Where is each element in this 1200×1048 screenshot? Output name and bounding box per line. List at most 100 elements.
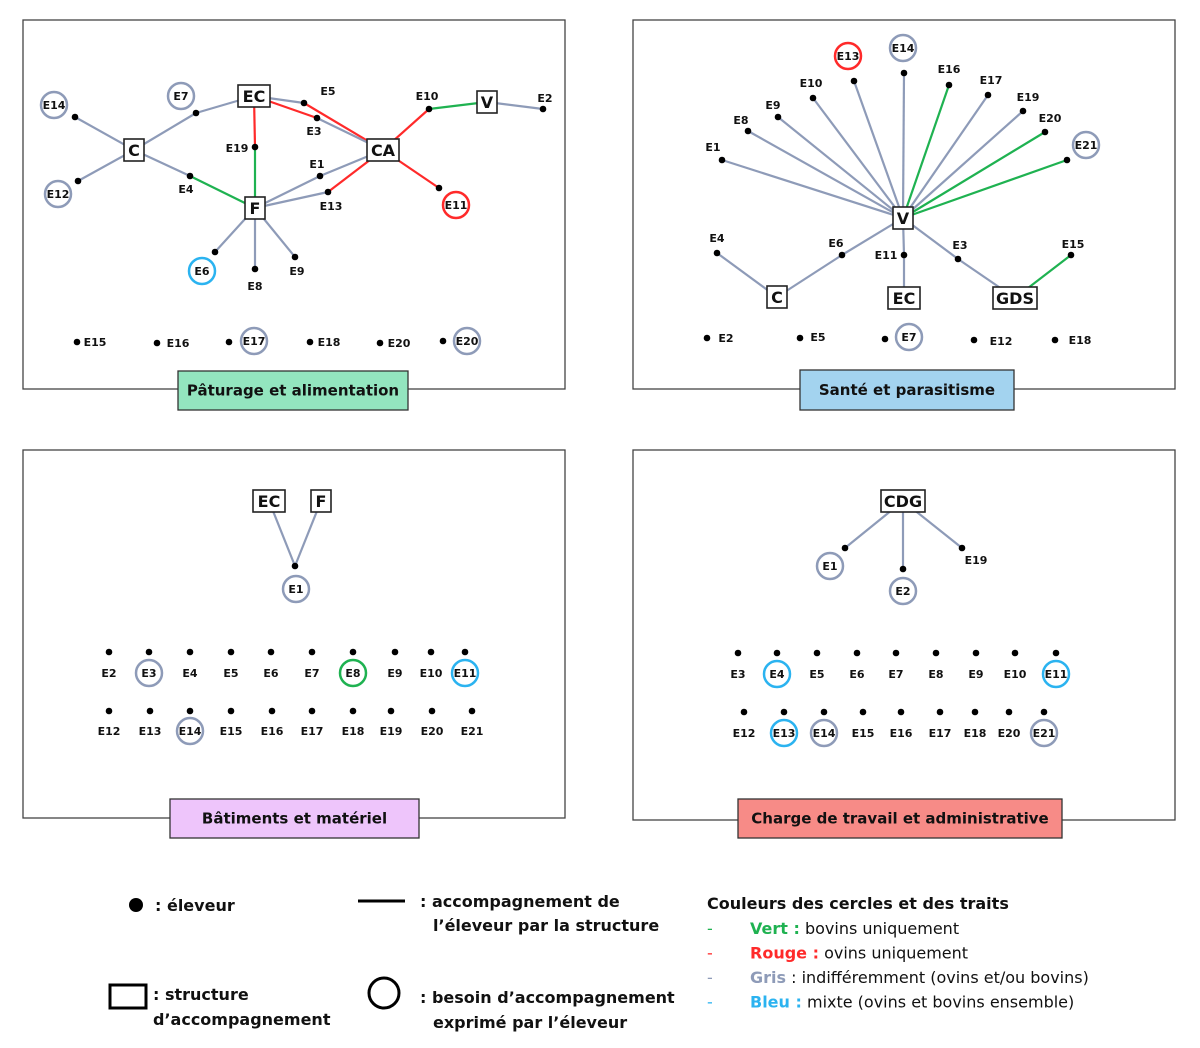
farmer-label: E8	[928, 668, 943, 681]
farmer-E3: E3	[306, 114, 322, 138]
farmer-E5: E5	[809, 649, 825, 681]
structure-box	[992, 286, 1038, 310]
farmer-label: E8	[345, 667, 360, 680]
farmer-label: E14	[892, 42, 915, 55]
farmer-dot	[349, 707, 357, 715]
need-circle	[450, 658, 480, 688]
farmer-dot	[227, 648, 235, 656]
farmer-label: E9	[387, 667, 402, 680]
farmer-dot	[718, 156, 726, 164]
farmer-dot	[820, 708, 828, 716]
farmer-E3: E3	[134, 648, 164, 688]
edge-V-E13	[852, 80, 905, 219]
farmer-E19: E19	[1017, 91, 1039, 115]
panel-title-box	[177, 370, 409, 411]
farmer-label: E20	[456, 335, 479, 348]
farmer-E7: E7	[304, 648, 320, 680]
farmer-label: E4	[769, 668, 785, 681]
farmer-E12: E12	[98, 707, 120, 738]
edge-V-E14	[901, 72, 906, 219]
farmer-dot	[1005, 708, 1013, 716]
farmer-E16: E16	[938, 63, 961, 89]
structure-label: GDS	[996, 289, 1034, 308]
need-circle	[815, 551, 845, 581]
panel-title-box	[169, 798, 420, 839]
structure-V: V	[892, 206, 914, 230]
legend-color-item: Gris : indifféremment (ovins et/ou bovin…	[750, 968, 1089, 987]
structure-box	[237, 84, 271, 108]
farmer-label: E13	[320, 200, 343, 213]
farmer-label: E7	[901, 331, 916, 344]
need-circle	[281, 574, 311, 604]
farmer-dot	[1019, 107, 1027, 115]
edge-F-E13	[254, 190, 329, 210]
farmer-label: E7	[888, 668, 903, 681]
farmer-dot	[853, 649, 861, 657]
farmer-dot	[227, 707, 235, 715]
structure-label: F	[250, 199, 261, 218]
farmer-dot	[703, 334, 711, 342]
farmer-E20: E20	[998, 708, 1021, 740]
farmer-E17: E17	[225, 326, 269, 356]
edge-E4-F	[189, 175, 256, 209]
farmer-dot	[971, 708, 979, 716]
need-circle	[175, 716, 205, 746]
farmer-E17: E17	[980, 74, 1002, 99]
structure-box	[766, 285, 788, 309]
structure-label: CDG	[884, 492, 922, 511]
farmer-label: E20	[998, 727, 1021, 740]
farmer-label: E6	[828, 237, 844, 250]
farmer-E20: E20	[439, 326, 482, 356]
farmer-E6: E6	[263, 648, 279, 680]
farmer-dot	[291, 253, 299, 261]
farmer-E3: E3	[952, 239, 968, 263]
farmer-E11: E11	[1041, 649, 1071, 689]
farmer-E21: E21	[1029, 708, 1059, 748]
farmer-label: E14	[179, 725, 202, 738]
farmer-E1: E1	[281, 562, 311, 604]
farmer-dot	[774, 113, 782, 121]
need-circle	[239, 326, 269, 356]
farmer-label: E9	[968, 668, 983, 681]
farmer-E13: E13	[320, 188, 343, 213]
farmer-dot	[1063, 156, 1071, 164]
farmer-E1: E1	[815, 544, 849, 581]
farmer-label: E18	[318, 336, 341, 349]
farmer-dot	[211, 248, 219, 256]
farmer-dot	[192, 109, 200, 117]
farmer-dot	[300, 99, 308, 107]
edge-E6-C	[776, 254, 843, 298]
farmer-E2: E2	[537, 92, 553, 113]
structure-V: V	[476, 90, 498, 114]
farmer-label: E21	[1033, 727, 1056, 740]
farmer-label: E17	[929, 727, 952, 740]
farmer-dot	[105, 648, 113, 656]
need-circle	[762, 659, 792, 689]
farmer-E11: E11	[875, 249, 908, 262]
structure-box	[887, 286, 921, 310]
panel-frame	[22, 449, 566, 819]
farmer-dot	[899, 565, 907, 573]
farmer-label: E3	[730, 668, 745, 681]
structure-F: F	[310, 489, 332, 513]
farmer-E6: E6	[849, 649, 865, 681]
farmer-dot	[809, 94, 817, 102]
farmer-dot	[251, 143, 259, 151]
farmer-label: E10	[420, 667, 443, 680]
legend-color-key: Bleu :	[750, 993, 802, 1012]
farmer-dot	[427, 648, 435, 656]
farmer-dot-icon	[129, 898, 143, 912]
farmer-label: E1	[822, 560, 837, 573]
farmer-dot	[900, 251, 908, 259]
farmer-label: E1	[309, 158, 324, 171]
legend-color-key: Vert :	[750, 919, 800, 938]
farmer-E9: E9	[765, 99, 782, 121]
farmer-label: E14	[43, 99, 66, 112]
need-circle	[43, 179, 73, 209]
farmer-E14: E14	[888, 33, 918, 77]
farmer-dot	[972, 649, 980, 657]
farmer-dot	[945, 81, 953, 89]
farmer-label: E20	[388, 337, 411, 350]
need-circle	[1071, 130, 1101, 160]
